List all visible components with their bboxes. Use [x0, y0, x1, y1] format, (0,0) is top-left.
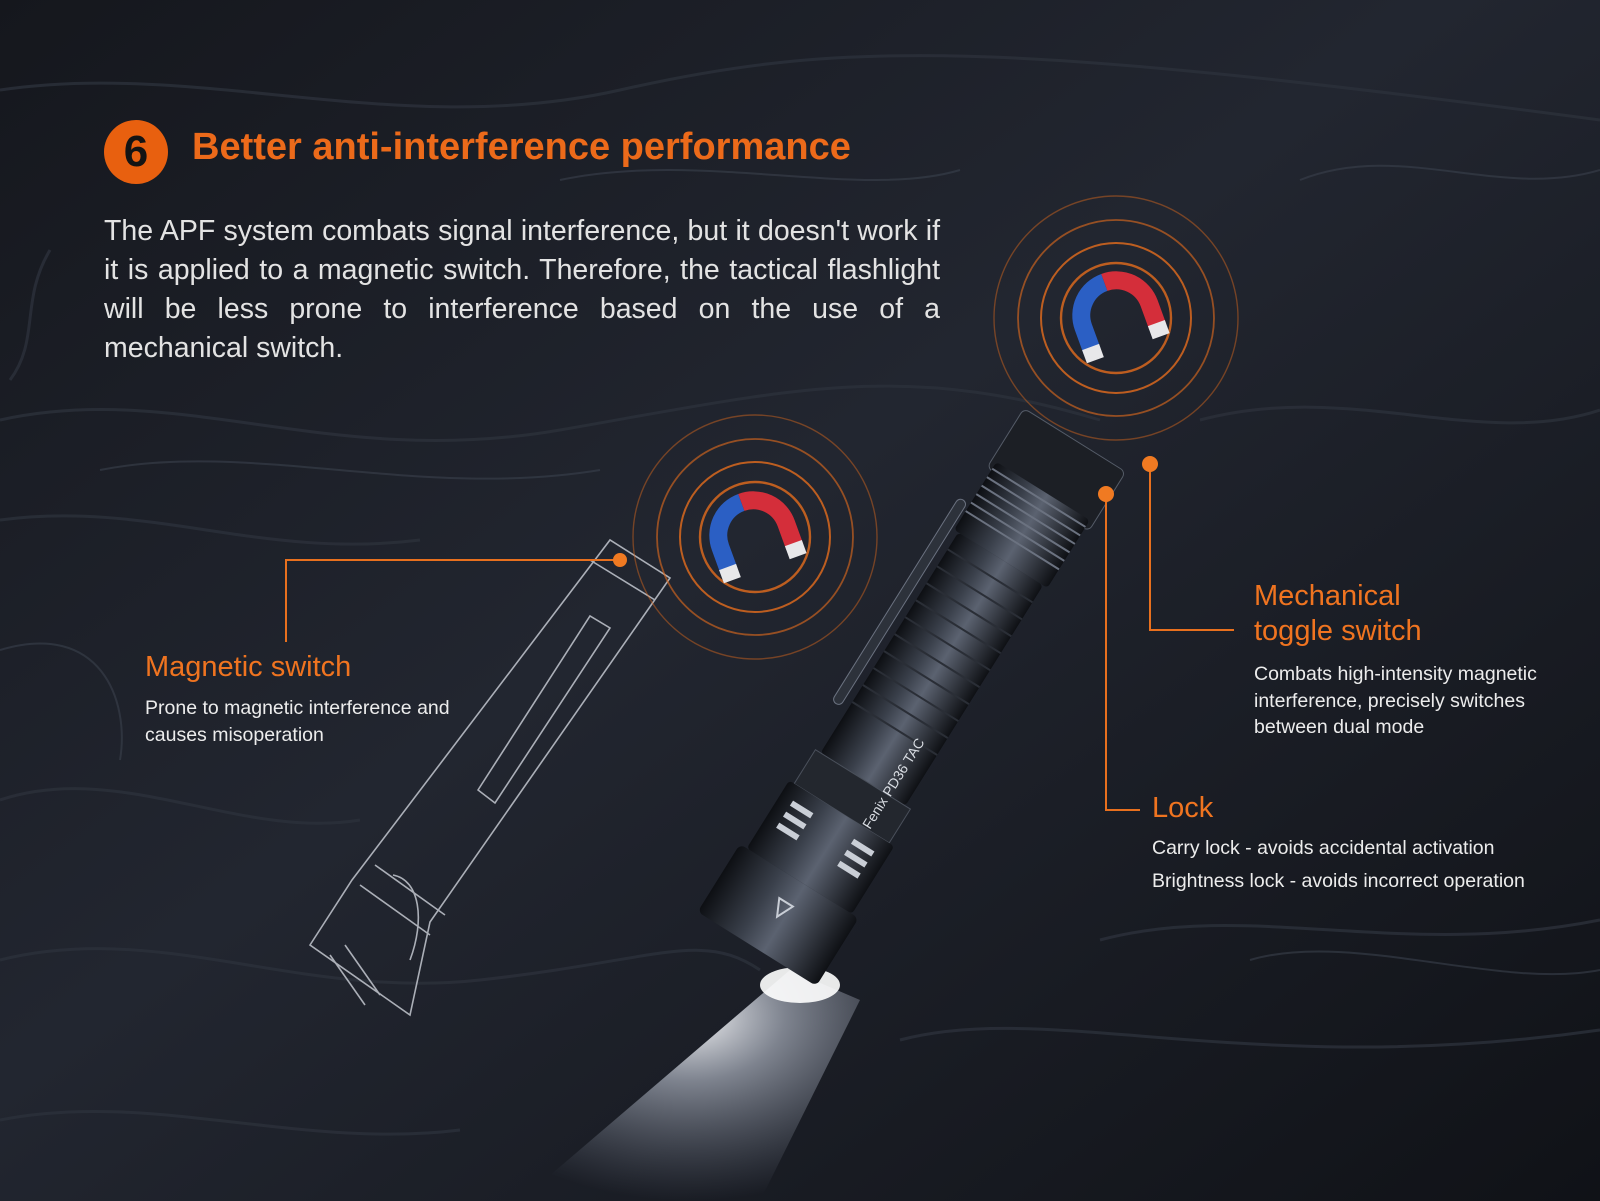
- light-beam: [520, 970, 860, 1201]
- wireframe-flashlight: [308, 538, 672, 1017]
- section-number-badge: 6: [104, 120, 168, 184]
- lock-line: Carry lock - avoids accidental activatio…: [1152, 837, 1495, 859]
- rock-texture: [0, 54, 1600, 1136]
- callout-lines: [285, 466, 1234, 811]
- magnetic-switch-description: Prone to magnetic interference and cause…: [145, 697, 450, 746]
- lock-line: Brightness lock - avoids incorrect opera…: [1152, 870, 1525, 892]
- section-title: Better anti-interference performance: [192, 126, 851, 168]
- lock-leader-line: [1105, 496, 1140, 811]
- magnetic-leader-line: [285, 559, 618, 642]
- toggle-leader-line: [1149, 466, 1234, 631]
- rock-highlights: [0, 164, 1600, 976]
- tactical-flashlight: [699, 410, 1124, 984]
- toggle-switch-title: Mechanical toggle switch: [1254, 580, 1422, 647]
- toggle-switch-description: Combats high-intensity magnetic interfer…: [1254, 663, 1537, 738]
- callout-dots: [613, 456, 1158, 567]
- magnetic-rings-right: [993, 195, 1239, 441]
- magnet-icon: [709, 491, 807, 584]
- section-intro: The APF system combats signal interferen…: [104, 215, 940, 364]
- magnet-icon: [1072, 271, 1170, 364]
- lock-title: Lock: [1152, 792, 1214, 824]
- magnetic-rings-left: [632, 414, 878, 660]
- magnetic-switch-title: Magnetic switch: [145, 651, 352, 683]
